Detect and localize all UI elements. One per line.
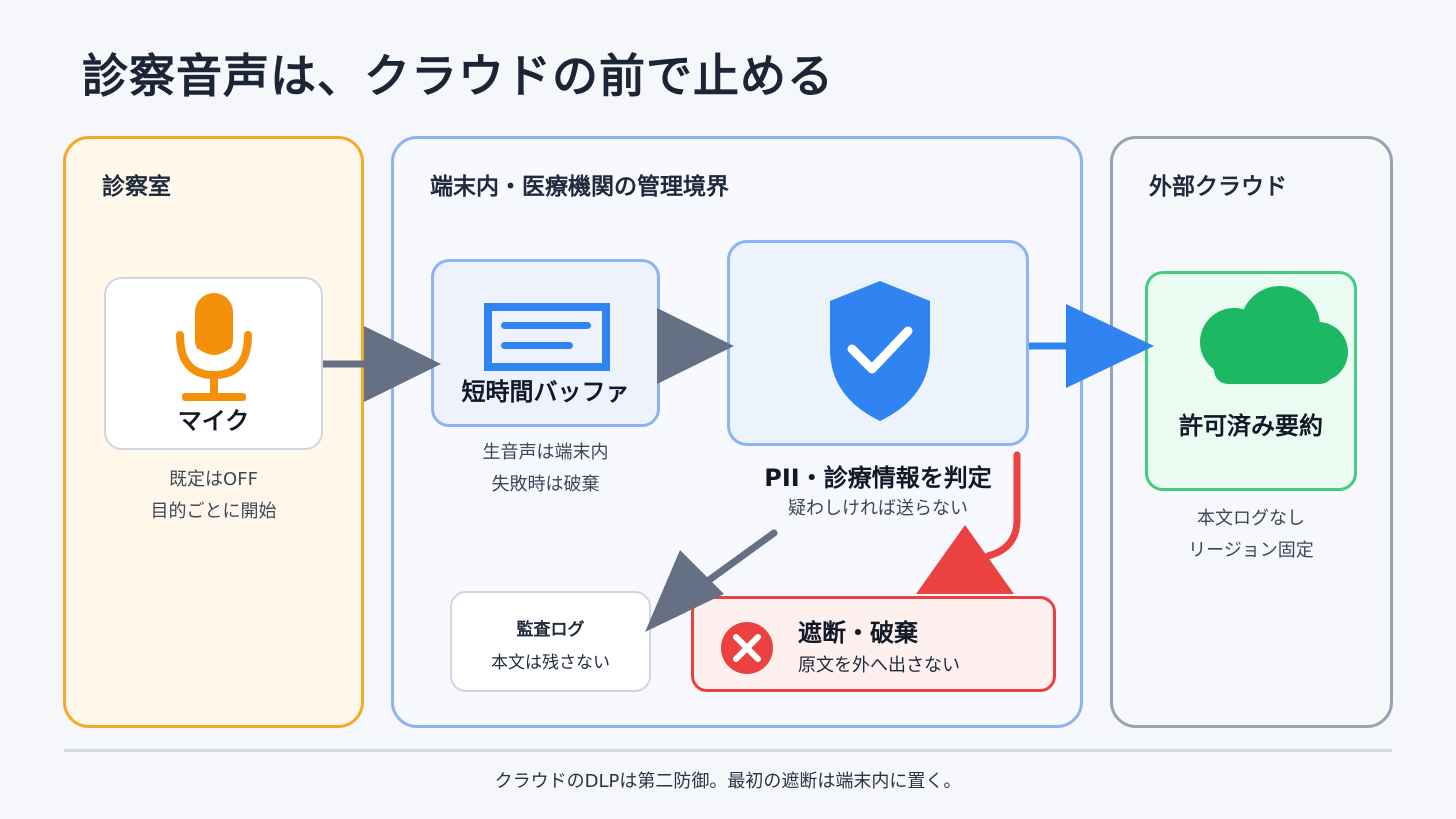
page-title: 診察音声は、クラウドの前で止める xyxy=(82,49,834,103)
buffer-card: 短時間バッファ xyxy=(431,259,660,427)
close-circle-icon xyxy=(721,622,773,674)
mic-note-1: 既定はOFF xyxy=(169,469,258,490)
audit-log-sub: 本文は残さない xyxy=(491,653,610,673)
judge-label: PII・診療情報を判定 xyxy=(764,464,992,492)
zone-label-exam-room: 診察室 xyxy=(102,174,171,200)
footer-divider xyxy=(64,749,1392,752)
buffer-icon xyxy=(484,303,610,371)
footer-note: クラウドのDLPは第二防御。最初の遮断は端末内に置く。 xyxy=(494,771,962,792)
block-sub: 原文を外へ出さない xyxy=(798,655,960,676)
zone-label-cloud: 外部クラウド xyxy=(1149,174,1287,200)
audit-log-card: 監査ログ 本文は残さない xyxy=(450,591,651,692)
mic-label: マイク xyxy=(177,407,250,435)
judge-note: 疑わしければ送らない xyxy=(788,498,968,519)
audit-log-title: 監査ログ xyxy=(516,620,585,640)
shield-check-icon xyxy=(830,281,930,421)
microphone-icon xyxy=(176,293,252,401)
mic-card: マイク xyxy=(104,277,323,450)
judge-card xyxy=(727,240,1029,446)
buffer-note-2: 失敗時は破棄 xyxy=(491,474,600,495)
summary-note-2: リージョン固定 xyxy=(1188,540,1314,561)
buffer-label: 短時間バッファ xyxy=(461,378,630,406)
zone-label-device: 端末内・医療機関の管理境界 xyxy=(430,174,729,200)
block-title: 遮断・破棄 xyxy=(798,619,918,647)
summary-note-1: 本文ログなし xyxy=(1197,508,1305,529)
cloud-icon xyxy=(1200,286,1348,384)
block-discard-card: 遮断・破棄 原文を外へ出さない xyxy=(691,596,1056,692)
summary-card: 許可済み要約 xyxy=(1145,271,1357,491)
mic-note-2: 目的ごとに開始 xyxy=(150,501,277,522)
buffer-note-1: 生音声は端末内 xyxy=(482,442,609,463)
summary-label: 許可済み要約 xyxy=(1179,412,1323,440)
